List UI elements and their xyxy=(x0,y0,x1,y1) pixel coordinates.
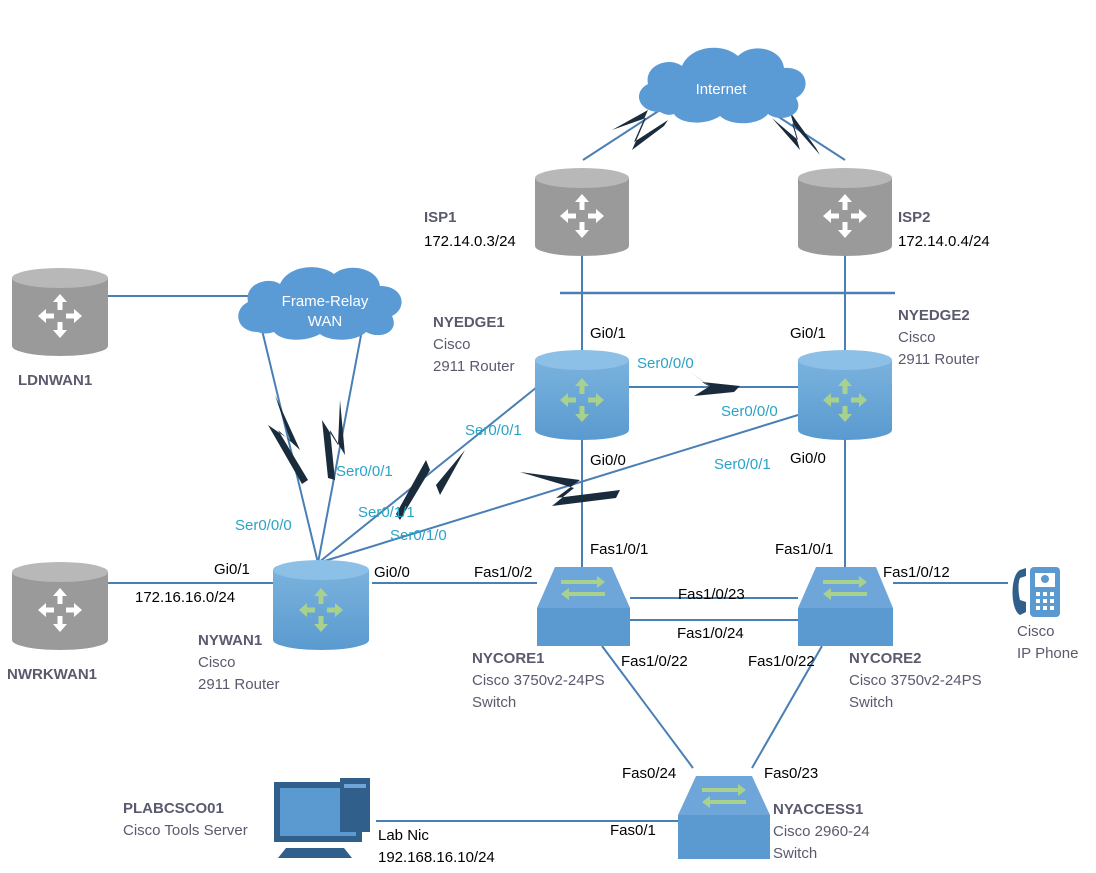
nyedge2-gi00: Gi0/0 xyxy=(790,450,826,467)
nyaccess1-switch xyxy=(678,776,770,859)
nyedge1-model-2: 2911 Router xyxy=(433,358,514,375)
nycore1-name: NYCORE1 xyxy=(472,650,545,667)
nyedge1-model-1: Cisco xyxy=(433,336,471,353)
nywan1-ser010: Ser0/1/0 xyxy=(390,527,447,544)
nycore1-fas102: Fas1/0/2 xyxy=(474,564,532,581)
links xyxy=(108,109,1008,822)
nycore1-model-1: Cisco 3750v2-24PS xyxy=(472,672,605,689)
internet-label: Internet xyxy=(696,81,748,98)
ldnwan1-router xyxy=(12,268,108,356)
serial-bolts xyxy=(268,110,820,520)
ip-phone-label-2: IP Phone xyxy=(1017,645,1078,662)
nyaccess1-model-2: Switch xyxy=(773,845,817,862)
lightning-icon xyxy=(772,112,820,155)
nywan1-model-2: 2911 Router xyxy=(198,676,279,693)
ldnwan1-name: LDNWAN1 xyxy=(18,372,92,389)
nycore1-switch xyxy=(537,567,630,646)
nyedge1-router xyxy=(535,350,629,440)
internet-cloud: Internet xyxy=(638,47,806,124)
nycore2-fas1012: Fas1/0/12 xyxy=(883,564,950,581)
nwrkwan1-router xyxy=(12,562,108,650)
lightning-icon xyxy=(612,110,668,150)
nycore2-name: NYCORE2 xyxy=(849,650,922,667)
plabcsco01-name: PLABCSCO01 xyxy=(123,800,224,817)
frame-relay-label-2: WAN xyxy=(308,313,342,330)
nyedge1-ser001: Ser0/0/1 xyxy=(465,422,522,439)
nywan1-router xyxy=(273,560,369,650)
isp2-ip: 172.14.0.4/24 xyxy=(898,233,990,250)
isp1-router xyxy=(535,168,629,256)
nywan1-name: NYWAN1 xyxy=(198,632,262,649)
plabcsco01-role: Cisco Tools Server xyxy=(123,822,248,839)
nyaccess1-name: NYACCESS1 xyxy=(773,801,863,818)
lab-nic-ip: 192.168.16.10/24 xyxy=(378,849,495,866)
nyedge2-gi01: Gi0/1 xyxy=(790,325,826,342)
nyedge2-ser001: Ser0/0/1 xyxy=(714,456,771,473)
nycore2-model-2: Switch xyxy=(849,694,893,711)
nyedge2-model-2: 2911 Router xyxy=(898,351,979,368)
nycore1-fas1024: Fas1/0/24 xyxy=(677,625,744,642)
nywan1-ser000: Ser0/0/0 xyxy=(235,517,292,534)
frame-relay-cloud: Frame-Relay WAN xyxy=(238,267,402,340)
nycore2-fas1022: Fas1/0/22 xyxy=(748,653,815,670)
frame-relay-label-1: Frame-Relay xyxy=(282,293,369,310)
nywan1-ser011: Ser0/1/1 xyxy=(358,504,415,521)
nyedge1-ser000: Ser0/0/0 xyxy=(637,355,694,372)
lightning-icon xyxy=(690,372,740,396)
nycore2-switch xyxy=(798,567,893,646)
nycore1-fas1023: Fas1/0/23 xyxy=(678,586,745,603)
lab-nic-label: Lab Nic xyxy=(378,827,429,844)
ip-phone-label-1: Cisco xyxy=(1017,623,1055,640)
computer-icon xyxy=(274,778,370,858)
isp1-ip: 172.14.0.3/24 xyxy=(424,233,516,250)
isp1-name: ISP1 xyxy=(424,209,457,226)
lightning-icon xyxy=(396,450,465,520)
nywan1-ser001: Ser0/0/1 xyxy=(336,463,393,480)
nywan1-model-1: Cisco xyxy=(198,654,236,671)
isp2-name: ISP2 xyxy=(898,209,931,226)
ip-phone-icon xyxy=(1012,567,1060,617)
nycore2-model-1: Cisco 3750v2-24PS xyxy=(849,672,982,689)
nyedge2-ser000: Ser0/0/0 xyxy=(721,403,778,420)
nyaccess1-fas023: Fas0/23 xyxy=(764,765,818,782)
nycore1-fas101: Fas1/0/1 xyxy=(590,541,648,558)
nyedge1-gi01: Gi0/1 xyxy=(590,325,626,342)
nywan1-gi00: Gi0/0 xyxy=(374,564,410,581)
nwrkwan1-name: NWRKWAN1 xyxy=(7,666,97,683)
nwrk-network: 172.16.16.0/24 xyxy=(135,589,235,606)
nyedge2-model-1: Cisco xyxy=(898,329,936,346)
nycore1-model-2: Switch xyxy=(472,694,516,711)
nycore2-fas101: Fas1/0/1 xyxy=(775,541,833,558)
nyaccess1-fas024: Fas0/24 xyxy=(622,765,676,782)
lightning-icon xyxy=(520,472,620,506)
isp2-router xyxy=(798,168,892,256)
lightning-icon xyxy=(268,395,308,484)
lightning-icon xyxy=(322,400,345,480)
nyedge2-router xyxy=(798,350,892,440)
nyaccess1-model-1: Cisco 2960-24 xyxy=(773,823,870,840)
nyaccess1-fas01: Fas0/1 xyxy=(610,822,656,839)
nyedge1-gi00: Gi0/0 xyxy=(590,452,626,469)
nyedge1-name: NYEDGE1 xyxy=(433,314,505,331)
nyedge2-name: NYEDGE2 xyxy=(898,307,970,324)
labels: ISP1 172.14.0.3/24 ISP2 172.14.0.4/24 NY… xyxy=(7,209,1078,866)
nywan1-gi01: Gi0/1 xyxy=(214,561,250,578)
nycore1-fas1022: Fas1/0/22 xyxy=(621,653,688,670)
